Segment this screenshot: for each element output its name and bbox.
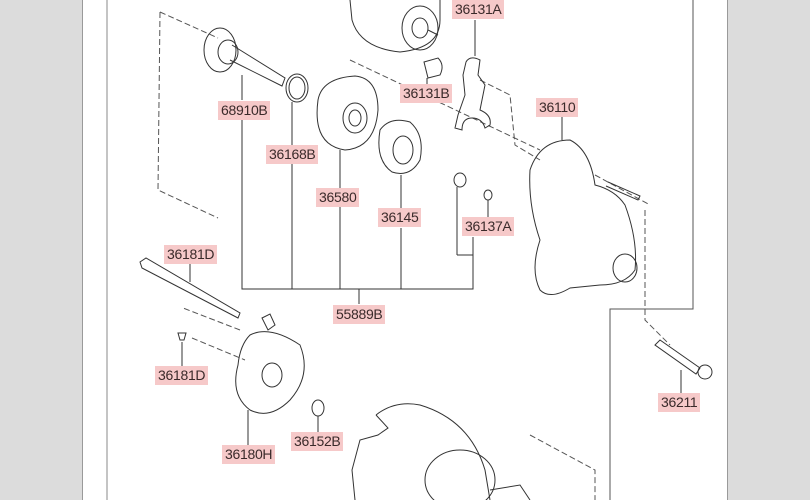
yoke-part <box>351 403 531 500</box>
sheet-border <box>727 0 728 500</box>
part-label-36580[interactable]: 36580 <box>316 188 360 207</box>
part-label-36211[interactable]: 36211 <box>658 393 701 412</box>
washer-part <box>285 73 309 103</box>
pinion-part <box>378 119 422 208</box>
through-bolt-part <box>139 257 241 319</box>
sheet-border <box>82 0 83 500</box>
part-label-36181D[interactable]: 36181D <box>164 245 218 264</box>
part-label-36180H[interactable]: 36180H <box>222 445 276 464</box>
gear-housing-part <box>316 75 379 188</box>
part-label-36145[interactable]: 36145 <box>378 208 422 227</box>
front-housing-part <box>529 117 641 295</box>
washer-part <box>453 172 467 188</box>
bolt-part <box>654 339 713 393</box>
part-label-36181D[interactable]: 36181D <box>155 366 209 385</box>
part-label-36131A[interactable]: 36131A <box>452 0 505 19</box>
part-label-36137A[interactable]: 36137A <box>462 217 515 236</box>
part-label-36131B[interactable]: 36131B <box>400 84 453 103</box>
part-label-36152B[interactable]: 36152B <box>291 432 344 451</box>
solenoid-part <box>349 0 441 53</box>
assembly-axis-lines <box>157 11 671 500</box>
plunger-cap-part <box>423 57 443 84</box>
armature-shaft-part <box>203 27 286 100</box>
shift-lever-part <box>454 20 491 131</box>
frame-line-right <box>609 0 694 500</box>
brush-holder-part <box>235 313 305 445</box>
part-label-55889B[interactable]: 55889B <box>333 305 386 324</box>
ring-part <box>483 189 493 201</box>
kit-bracket <box>241 120 474 290</box>
washer-part <box>288 76 306 100</box>
screw-part <box>177 332 187 341</box>
washer-part <box>311 399 325 417</box>
part-label-36110[interactable]: 36110 <box>536 98 579 117</box>
part-label-68910B[interactable]: 68910B <box>218 101 271 120</box>
part-label-36168B[interactable]: 36168B <box>266 145 319 164</box>
